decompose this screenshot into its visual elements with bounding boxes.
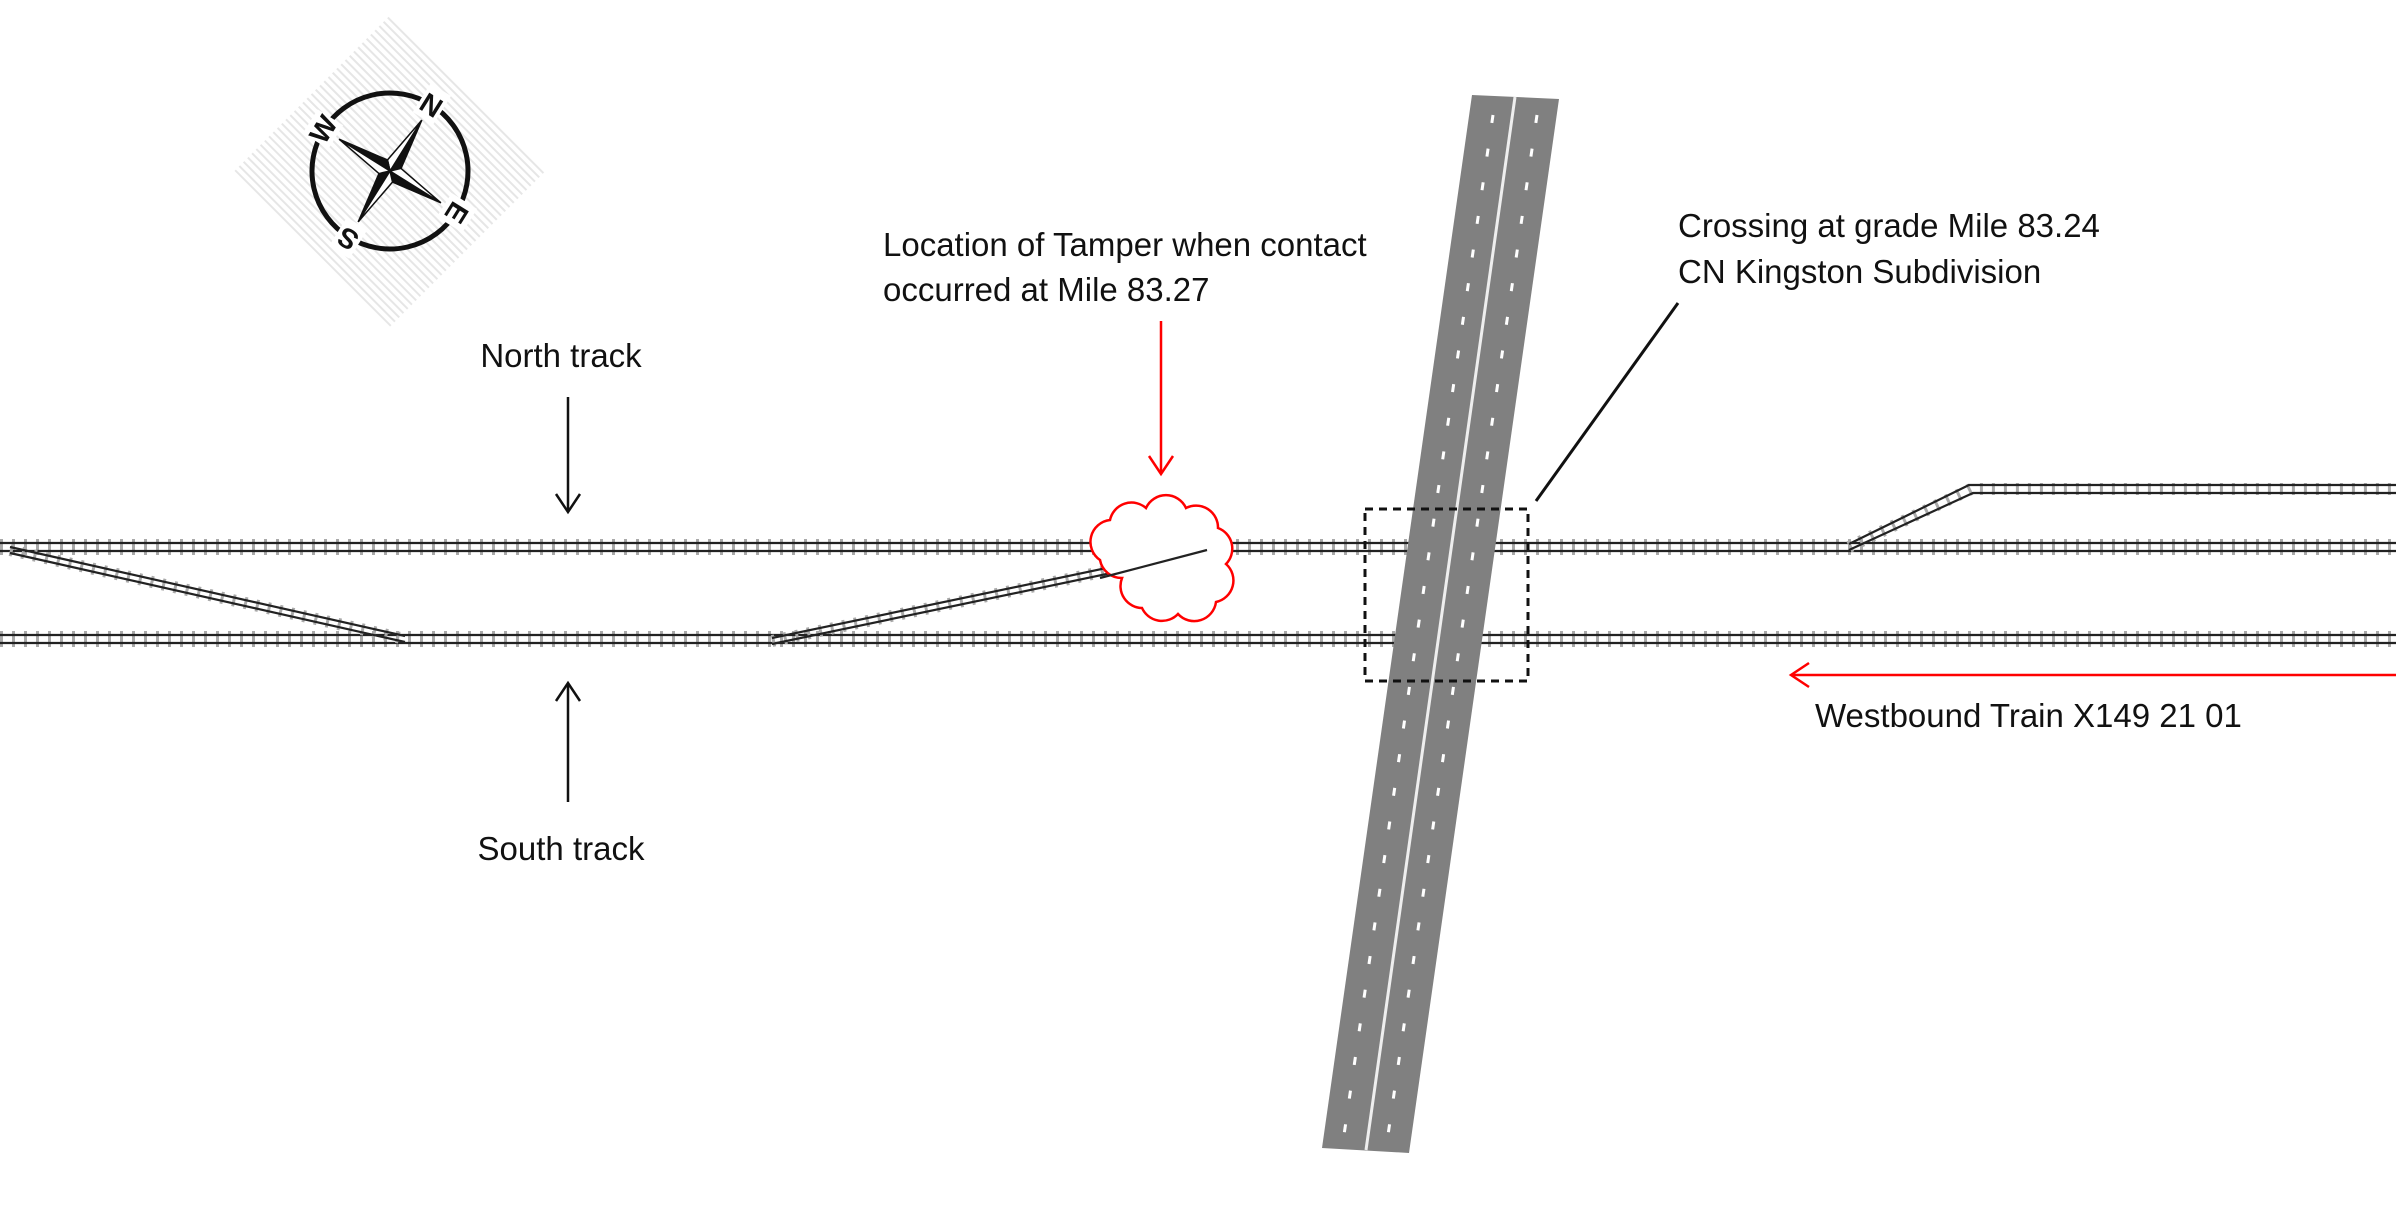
tamper-label-line1: Location of Tamper when contact xyxy=(883,226,1367,263)
south-track-label: South track xyxy=(478,830,645,867)
crossing-label-line2: CN Kingston Subdivision xyxy=(1678,253,2041,290)
south-track xyxy=(0,631,2396,647)
train-label: Westbound Train X149 21 01 xyxy=(1815,697,2242,734)
siding-track xyxy=(1846,483,2396,553)
crossing-label-line1: Crossing at grade Mile 83.24 xyxy=(1678,207,2100,244)
tamper-label-line2: occurred at Mile 83.27 xyxy=(883,271,1210,308)
south-track-arrow xyxy=(554,680,582,802)
tamper-location-cloud xyxy=(1089,493,1235,623)
crossing-leader-line xyxy=(1534,302,1680,502)
north-track-label: North track xyxy=(480,337,642,374)
train-direction-arrow xyxy=(1788,661,2396,689)
compass-rose-icon: N E S W xyxy=(234,15,546,327)
tamper-arrow xyxy=(1147,321,1175,477)
road xyxy=(1322,95,1559,1153)
crossover-west xyxy=(8,544,407,645)
north-track-arrow xyxy=(554,397,582,515)
